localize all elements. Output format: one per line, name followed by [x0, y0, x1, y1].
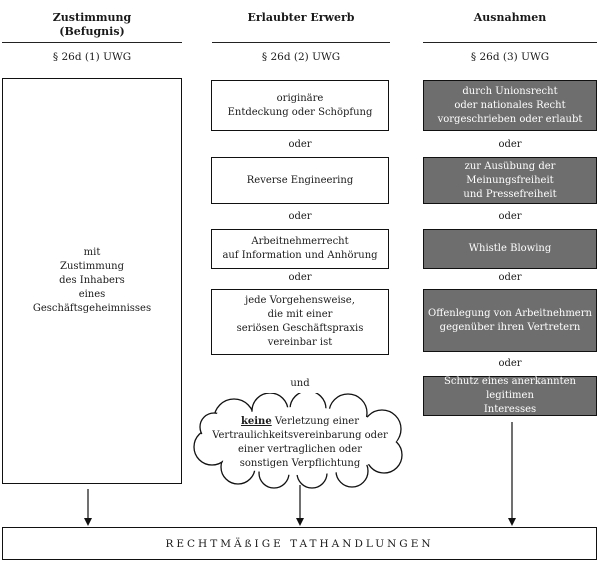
exception-box-employee-disclosure: Offenlegung von Arbeitnehmern gegenüber … — [423, 289, 597, 352]
exception-box-whistle-blowing: Whistle Blowing — [423, 229, 597, 269]
heading-permitted-acquisition: Erlaubter Erwerb — [247, 11, 355, 24]
connector-or: oder — [288, 139, 312, 150]
permitted-box-employee-rights: Arbeitnehmerrecht auf Information und An… — [211, 229, 389, 269]
consent-box: mit Zustimmung des Inhabers eines Geschä… — [2, 78, 182, 484]
connector-or: oder — [498, 358, 522, 369]
exception-box-union-law: durch Unionsrecht oder nationales Recht … — [423, 80, 597, 131]
connector-or: oder — [288, 211, 312, 222]
arrowhead-exceptions — [508, 518, 516, 526]
connector-or: oder — [498, 272, 522, 283]
connector-or: oder — [498, 211, 522, 222]
connector-or: oder — [498, 139, 522, 150]
heading-divider-exceptions — [423, 42, 597, 43]
heading-divider-consent — [2, 42, 182, 43]
connector-and: und — [290, 378, 310, 389]
permitted-box-fair-practice: jede Vorgehensweise, die mit einer seriö… — [211, 289, 389, 355]
exception-box-press-freedom: zur Ausübung der Meinungsfreiheit und Pr… — [423, 157, 597, 204]
cloud-shape — [193, 393, 403, 489]
connector-or: oder — [288, 272, 312, 283]
cloud-text: keine Verletzung einer Vertraulichkeitsv… — [196, 415, 404, 471]
arrowhead-permitted — [296, 518, 304, 526]
exception-box-legitimate-interest: Schutz eines anerkannten legitimen Inter… — [423, 376, 597, 416]
permitted-box-original-discovery: originäre Entdeckung oder Schöpfung — [211, 80, 389, 131]
heading-exceptions: Ausnahmen — [473, 11, 547, 24]
arrowhead-consent — [84, 518, 92, 526]
cloud-keyword: keine — [240, 416, 272, 427]
result-box: RECHTMÄßIGE TATHANDLUNGEN — [2, 527, 597, 560]
law-reference-consent: § 26d (1) UWG — [52, 51, 132, 63]
cloud-rest: Verletzung einer Vertraulichkeitsvereinb… — [212, 416, 388, 469]
heading-divider-permitted — [212, 42, 390, 43]
law-reference-exceptions: § 26d (3) UWG — [470, 51, 550, 63]
permitted-box-reverse-engineering: Reverse Engineering — [211, 157, 389, 204]
law-reference-permitted: § 26d (2) UWG — [261, 51, 341, 63]
heading-consent: Zustimmung (Befugnis) — [52, 11, 132, 38]
